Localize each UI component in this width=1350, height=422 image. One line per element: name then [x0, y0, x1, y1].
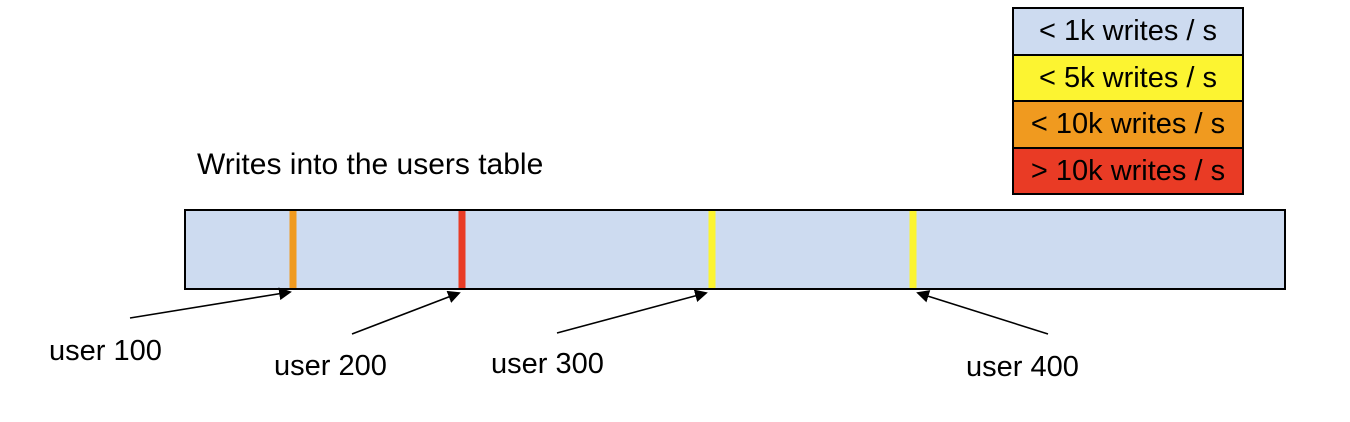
legend-row-lt-5k: < 5k writes / s [1014, 53, 1242, 100]
diagram-title: Writes into the users table [197, 148, 544, 181]
write-rate-legend: < 1k writes / s < 5k writes / s < 10k wr… [1012, 7, 1244, 195]
marker-user-200 [458, 211, 466, 288]
arrow-user-400 [916, 290, 1049, 335]
user-400-label: user 400 [966, 351, 1079, 383]
users-table-bar [184, 209, 1286, 290]
arrow-user-200 [351, 290, 461, 335]
user-200-label: user 200 [274, 350, 387, 382]
arrow-user-300 [556, 289, 708, 334]
marker-user-300 [708, 211, 716, 288]
user-300-label: user 300 [491, 348, 604, 380]
marker-user-100 [289, 211, 297, 288]
legend-row-lt-1k: < 1k writes / s [1014, 9, 1242, 54]
legend-row-lt-10k: < 10k writes / s [1014, 100, 1242, 147]
arrow-user-100 [129, 287, 292, 319]
legend-row-gt-10k: > 10k writes / s [1014, 146, 1242, 193]
user-100-label: user 100 [49, 335, 162, 367]
marker-user-400 [909, 211, 917, 288]
